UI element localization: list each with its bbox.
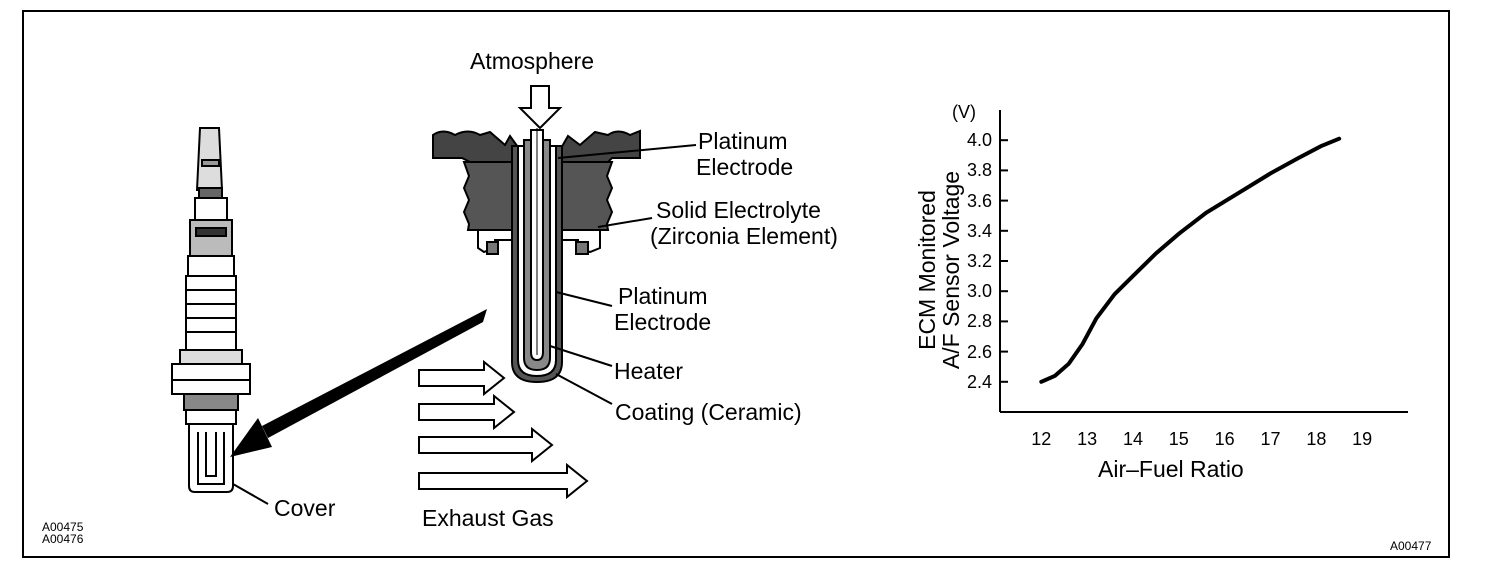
heater-label: Heater <box>614 358 684 384</box>
y-tick-label: 3.2 <box>966 251 992 271</box>
exhaust-arrow-4 <box>418 462 589 500</box>
exhaust-flow-arrows <box>418 359 589 500</box>
detail-pointer-arrow <box>230 309 487 457</box>
figure-frame <box>22 10 1450 558</box>
y-tick-label: 4.0 <box>966 130 992 151</box>
x-tick-label: 18 <box>1306 429 1327 449</box>
y-tick-label: 3.6 <box>966 190 992 211</box>
cover-leader <box>232 483 269 505</box>
element-cross-section <box>432 128 641 384</box>
x-tick-label: 13 <box>1077 429 1098 449</box>
platinum-electrode-inner-label-1: Platinum <box>618 283 708 309</box>
x-axis-label: Air–Fuel Ratio <box>1098 456 1244 482</box>
x-tick-label: 15 <box>1168 429 1189 449</box>
x-tick-label: 16 <box>1214 429 1235 449</box>
exhaust-arrow-2 <box>418 393 516 431</box>
y-tick-label: 3.8 <box>966 160 992 181</box>
exhaust-arrow-1 <box>418 359 506 397</box>
y-axis-label-line-1: ECM Monitored <box>914 190 940 350</box>
y-tick-label: 2.4 <box>966 371 992 392</box>
figure-code-1: A00475 <box>42 520 84 534</box>
atmosphere-arrow-icon <box>517 85 563 130</box>
y-tick-label: 3.0 <box>966 281 992 302</box>
section-leaders <box>549 144 697 405</box>
x-tick-label: 17 <box>1260 429 1281 449</box>
x-tick-label: 14 <box>1122 429 1143 449</box>
cover-label: Cover <box>274 495 336 521</box>
solid-electrolyte-label-2: (Zirconia Element) <box>650 223 838 249</box>
coating-label: Coating (Ceramic) <box>615 399 802 425</box>
atmosphere-label: Atmosphere <box>470 48 595 74</box>
y-tick-label: 3.4 <box>966 220 992 241</box>
exhaust-gas-label: Exhaust Gas <box>422 505 554 531</box>
platinum-electrode-inner-label-2: Electrode <box>614 309 712 335</box>
y-tick-label: 2.6 <box>966 341 992 362</box>
figure-code-2: A00476 <box>42 532 84 546</box>
y-unit-label: (V) <box>952 102 976 122</box>
oxygen-sensor <box>171 127 251 493</box>
x-tick-label: 19 <box>1352 429 1373 449</box>
exhaust-arrow-3 <box>418 426 554 464</box>
figure-code-right: A00477 <box>1390 539 1432 553</box>
platinum-electrode-top-label-1: Platinum <box>698 128 788 154</box>
voltage-curve <box>1039 136 1342 384</box>
x-tick-label: 12 <box>1031 429 1052 449</box>
solid-electrolyte-label-1: Solid Electrolyte <box>656 197 821 223</box>
platinum-electrode-top-label-2: Electrode <box>696 154 794 180</box>
y-tick-label: 2.8 <box>966 311 992 332</box>
